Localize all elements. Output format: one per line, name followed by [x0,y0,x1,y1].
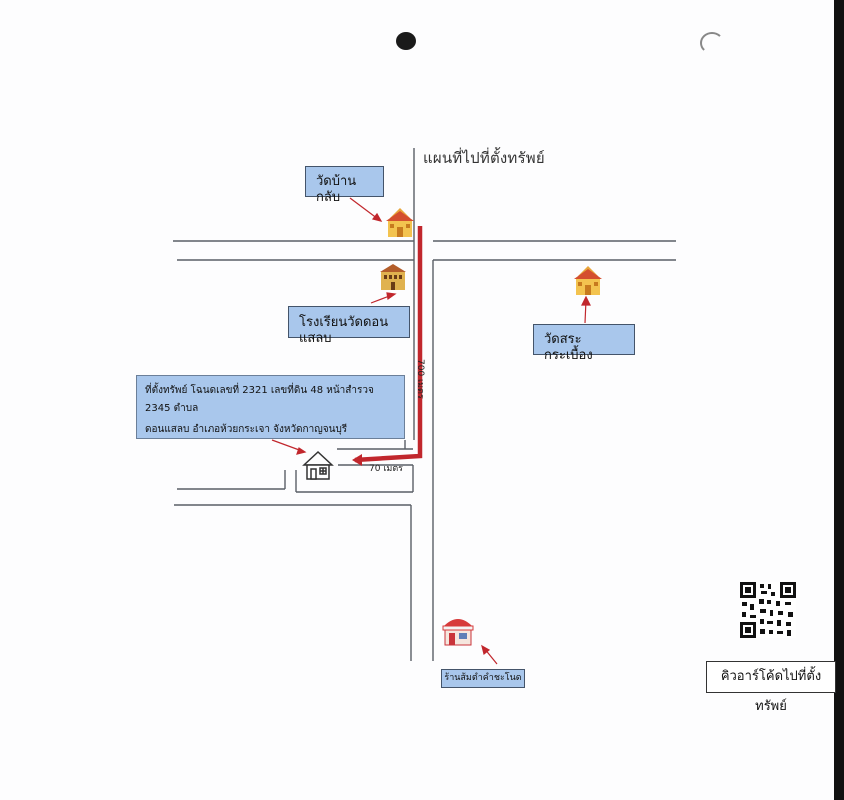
arrow-icon-property [296,447,307,455]
map-title: แผนที่ไปที่ตั้งทรัพย์ [423,149,545,167]
route-arrow-icon [352,454,362,466]
property-line-2: ดอนแสลบ อำเภอห้วยกระเจา จังหวัดกาญจนบุรี [145,424,348,435]
label-school: โรงเรียนวัดดอนแสลบ [288,306,410,346]
school-icon [380,264,406,290]
distance-horizontal: 70 เมตร [369,464,404,474]
scan-edge [834,0,844,800]
property-line-1: ที่ตั้งทรัพย์ โฉนดเลขที่ 2321 เลขที่ดิน … [145,385,374,414]
property-description: ที่ตั้งทรัพย์ โฉนดเลขที่ 2321 เลขที่ดิน … [136,375,405,439]
punch-hole [396,32,416,50]
label-wat-sra-krabueang: วัดสระกระเบื้อง [533,324,635,363]
binder-ring-icon [700,32,724,54]
house-icon [302,450,334,480]
shop-icon [442,619,474,646]
label-wat-ban-klap: วัดบ้านกลับ [305,166,384,205]
arrow-icon-wat-sra [581,295,591,306]
arrow-icon-shop [481,644,491,656]
temple-icon [386,208,414,237]
arrow-icon-school [386,292,397,301]
distance-vertical: 700 เมตร [415,359,425,399]
qr-caption: คิวอาร์โค้ดไปที่ตั้งทรัพย์ [706,661,836,714]
temple-icon [574,266,602,295]
qr-code-icon [740,582,796,638]
arrow-icon-wat [371,212,383,222]
route-line [354,226,423,463]
label-shop: ร้านส้มตำคำชะโนด [441,669,525,688]
